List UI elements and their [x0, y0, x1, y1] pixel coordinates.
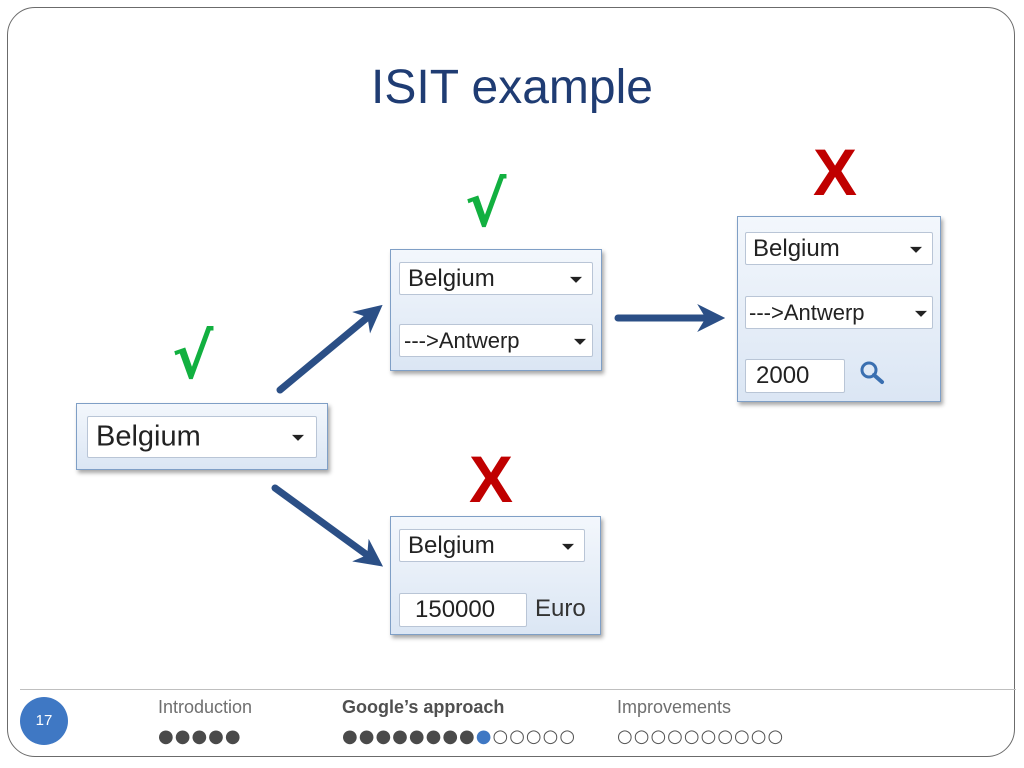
- country-select-value: Belgium: [408, 531, 495, 559]
- currency-label: Euro: [535, 595, 586, 622]
- country-select[interactable]: Belgium: [745, 232, 933, 265]
- progress-dot-todo: ○: [734, 726, 751, 747]
- amount-input[interactable]: 150000: [399, 593, 527, 627]
- progress-dot-done: ●: [342, 726, 359, 747]
- progress-dot-todo: ○: [509, 726, 526, 747]
- progress-dot-todo: ○: [767, 726, 785, 747]
- panel-upper: Belgium --->Antwerp: [390, 249, 602, 371]
- panel-start: Belgium: [76, 403, 328, 470]
- progress-dot-todo: ○: [683, 726, 701, 747]
- chevron-down-icon: [910, 246, 922, 253]
- country-select-value: Belgium: [408, 264, 495, 292]
- footer-section-introduction[interactable]: Introduction: [158, 697, 253, 717]
- progress-dot-todo: ○: [542, 726, 560, 747]
- postal-code-input[interactable]: 2000: [745, 359, 845, 393]
- footer-section-improvements[interactable]: Improvements: [617, 697, 732, 717]
- city-select-value: --->Antwerp: [749, 299, 865, 325]
- chevron-down-icon: [574, 338, 586, 345]
- progress-dot-todo: ○: [559, 726, 577, 747]
- page-number-badge: 17: [20, 697, 68, 745]
- city-select[interactable]: --->Antwerp: [745, 296, 933, 329]
- chevron-down-icon: [292, 434, 304, 441]
- check-mark-start: √: [172, 320, 214, 393]
- progress-dot-current: ●: [475, 726, 493, 747]
- progress-dot-done: ●: [224, 726, 242, 747]
- country-select-value: Belgium: [753, 234, 840, 262]
- progress-dot-todo: ○: [633, 726, 651, 747]
- country-select[interactable]: Belgium: [87, 416, 317, 458]
- progress-dot-done: ●: [392, 726, 409, 747]
- progress-dot-todo: ○: [750, 726, 768, 747]
- progress-dot-todo: ○: [525, 726, 543, 747]
- city-select[interactable]: --->Antwerp: [399, 324, 593, 357]
- progress-dot-done: ●: [425, 726, 443, 747]
- progress-dot-done: ●: [408, 726, 426, 747]
- chevron-down-icon: [915, 310, 927, 317]
- progress-dots-improvements: ○○○○○○○○○○: [617, 726, 784, 747]
- chevron-down-icon: [570, 276, 582, 283]
- footer-divider: [20, 689, 1016, 690]
- slide-frame: [7, 7, 1015, 757]
- cross-mark-lower: X: [469, 442, 514, 516]
- country-select[interactable]: Belgium: [399, 262, 593, 295]
- check-mark-upper: √: [465, 168, 507, 241]
- slide-title: ISIT example: [371, 61, 653, 114]
- progress-dot-todo: ○: [667, 726, 684, 747]
- progress-dots-introduction: ●●●●●: [158, 726, 242, 747]
- postal-code-value: 2000: [756, 362, 810, 389]
- amount-value: 150000: [415, 596, 496, 623]
- progress-dot-done: ●: [208, 726, 225, 747]
- search-icon[interactable]: [858, 359, 888, 387]
- progress-dot-done: ●: [358, 726, 376, 747]
- chevron-down-icon: [562, 543, 574, 550]
- progress-dot-done: ●: [191, 726, 209, 747]
- panel-lower: Belgium 150000 Euro: [390, 516, 601, 635]
- panel-right: Belgium --->Antwerp 2000: [737, 216, 941, 402]
- country-select[interactable]: Belgium: [399, 529, 585, 562]
- progress-dot-todo: ○: [617, 726, 634, 747]
- progress-dot-todo: ○: [492, 726, 510, 747]
- progress-dot-todo: ○: [700, 726, 718, 747]
- cross-mark-right: X: [813, 135, 858, 209]
- country-select-value: Belgium: [96, 420, 201, 453]
- progress-dots-googles-approach: ●●●●●●●●●○○○○○: [342, 726, 576, 747]
- progress-dot-done: ●: [459, 726, 476, 747]
- progress-dot-done: ●: [442, 726, 460, 747]
- progress-dot-todo: ○: [717, 726, 735, 747]
- arrow-start-to-lower: [271, 484, 384, 567]
- progress-dot-done: ●: [174, 726, 192, 747]
- footer-section-googles-approach[interactable]: Google’s approach: [342, 697, 505, 717]
- progress-dot-todo: ○: [650, 726, 668, 747]
- city-select-value: --->Antwerp: [404, 327, 520, 353]
- progress-dot-done: ●: [375, 726, 393, 747]
- progress-dot-done: ●: [158, 726, 175, 747]
- arrow-start-to-upper: [276, 304, 383, 394]
